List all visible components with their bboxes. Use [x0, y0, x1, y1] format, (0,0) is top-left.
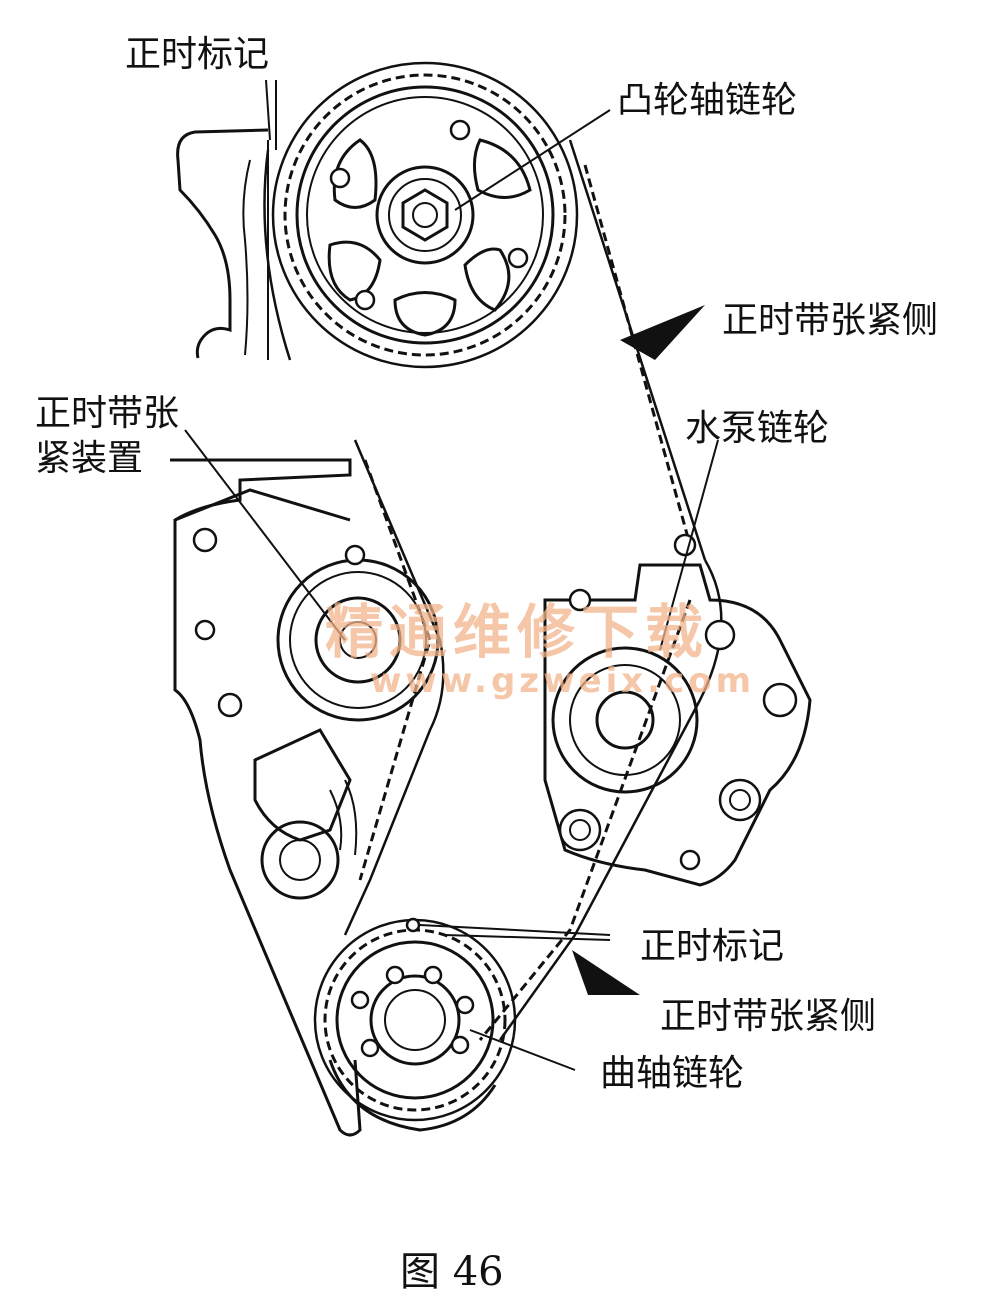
label-water-pump-sprocket: 水泵链轮 [685, 408, 829, 449]
label-tensioner-line2: 紧装置 [35, 438, 143, 479]
water-pump [543, 533, 812, 887]
label-timing-mark-bottom: 正时标记 [640, 926, 784, 967]
watermark-url: www.gzweix.com [370, 661, 755, 701]
label-belt-tension-side-top: 正时带张紧侧 [722, 300, 938, 341]
crankshaft-sprocket [313, 917, 517, 1132]
label-belt-tension-side-bottom: 正时带张紧侧 [660, 996, 876, 1037]
label-timing-mark-top: 正时标记 [125, 34, 269, 75]
leader-lines [184, 79, 719, 1071]
timing-belt [263, 139, 723, 1041]
label-camshaft-sprocket: 凸轮轴链轮 [617, 80, 797, 121]
engine-block-outline-top [176, 128, 269, 360]
figure-caption: 图 46 [400, 1249, 504, 1295]
label-crankshaft-sprocket: 曲轴链轮 [600, 1053, 744, 1094]
arrow-icon [620, 305, 705, 360]
arrow-icon [572, 950, 640, 995]
tension-side-arrows [572, 305, 705, 995]
label-tensioner-line1: 正时带张 [35, 393, 179, 434]
watermark-text: 精通维修下载 [325, 598, 709, 666]
camshaft-sprocket [271, 61, 579, 369]
belt-tensioner [170, 458, 440, 1137]
